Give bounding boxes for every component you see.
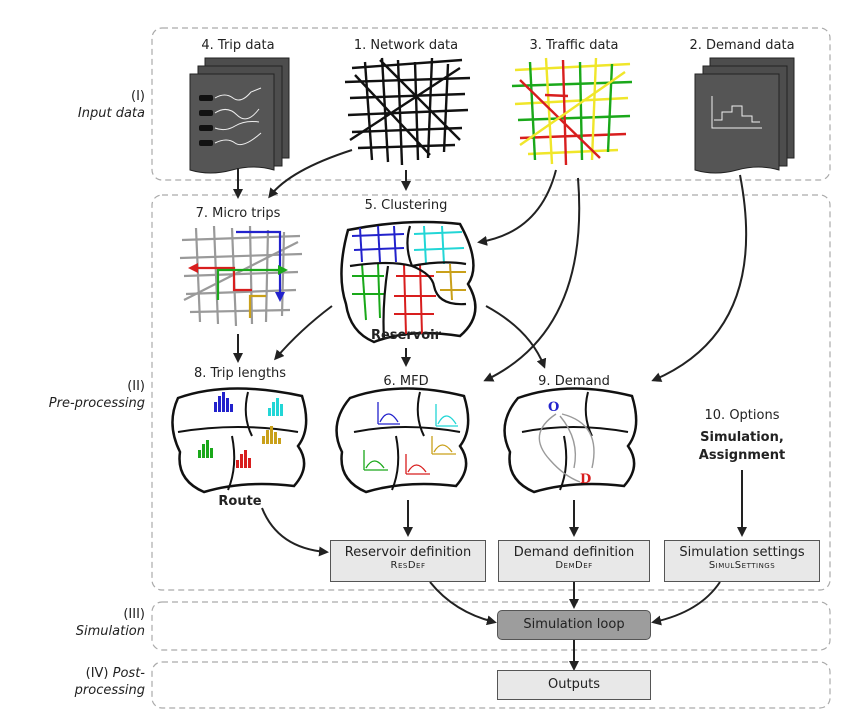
demand-data-label: 2. Demand data (689, 38, 795, 53)
options-separator: , (778, 430, 784, 445)
demand-od-graphic (503, 387, 638, 494)
arrow-clustering-to-triplengths (274, 305, 333, 361)
phase-post-text: Post- (112, 666, 145, 681)
phase-post-num: (IV) (85, 666, 109, 681)
options-assignment: Assignment (698, 448, 786, 463)
simulation-settings-box: Simulation settings SimulSettings (664, 540, 820, 582)
origin-label: O (548, 400, 560, 415)
clustering-label: 5. Clustering (364, 198, 448, 213)
phase-input-text: Input data (77, 106, 145, 121)
traffic-data-label: 3. Traffic data (529, 38, 619, 53)
simset-title: Simulation settings (679, 545, 805, 560)
phase-post-text2: processing (74, 683, 145, 698)
demand-step-label: 9. Demand (538, 374, 610, 389)
network-data-graphic (344, 57, 471, 166)
arrow-simset-to-loop (651, 581, 721, 626)
resdef-title: Reservoir definition (344, 545, 472, 560)
arrow-resdef-to-loop (429, 581, 497, 626)
resdef-sub: ResDef (390, 560, 426, 571)
route-label: Route (218, 494, 262, 509)
clustering-graphic (340, 220, 477, 344)
phase-input-label: (I) Input data (78, 88, 145, 122)
options-label: 10. Options (704, 408, 780, 423)
options-simulation-text: Simulation (700, 430, 779, 445)
traffic-data-graphic (511, 57, 633, 166)
network-data-label: 1. Network data (353, 38, 459, 53)
frame-simulation (151, 601, 831, 651)
phase-post-label: (IV) Post- processing (75, 665, 145, 699)
trip-data-label: 4. Trip data (201, 38, 275, 53)
micro-trips-graphic (179, 225, 303, 327)
reservoir-label: Reservoir (370, 328, 442, 343)
demand-data-doc-icon (694, 57, 795, 174)
arrow-network-to-micro (268, 149, 353, 199)
arrow-demand-to-demandstep (651, 174, 748, 382)
options-simulation: Simulation, (700, 430, 784, 445)
simulation-loop-box: Simulation loop (497, 610, 651, 640)
demdef-title: Demand definition (513, 545, 635, 560)
mfd-graphic (335, 387, 470, 494)
destination-label: D (580, 472, 592, 487)
trip-lengths-label: 8. Trip lengths (193, 366, 287, 381)
phase-input-num: (I) (131, 89, 145, 104)
phase-pre-text: Pre-processing (48, 396, 145, 411)
demand-definition-box: Demand definition DemDef (498, 540, 650, 582)
arrow-route-to-resdef (261, 507, 329, 557)
phase-frames (151, 27, 831, 709)
outputs-box: Outputs (497, 670, 651, 700)
mfd-label: 6. MFD (383, 374, 429, 389)
phase-pre-label: (II) Pre-processing (49, 378, 145, 412)
reservoir-definition-box: Reservoir definition ResDef (330, 540, 486, 582)
phase-sim-num: (III) (123, 607, 145, 622)
arrow-clustering-to-demand (485, 305, 547, 369)
frame-preprocessing (151, 194, 831, 591)
frame-postprocessing (151, 661, 831, 709)
demdef-sub: DemDef (555, 560, 593, 571)
arrow-traffic-to-clustering (477, 169, 557, 246)
phase-pre-num: (II) (127, 379, 145, 394)
arrow-traffic-to-mfd (483, 177, 581, 382)
trip-lengths-graphic (171, 387, 308, 494)
micro-trips-label: 7. Micro trips (195, 206, 281, 221)
frame-input (151, 27, 831, 181)
trip-data-doc-icon (189, 57, 290, 174)
flow-arrows (233, 149, 748, 671)
phase-sim-text: Simulation (75, 624, 145, 639)
phase-sim-label: (III) Simulation (76, 606, 145, 640)
simset-sub: SimulSettings (708, 560, 776, 571)
